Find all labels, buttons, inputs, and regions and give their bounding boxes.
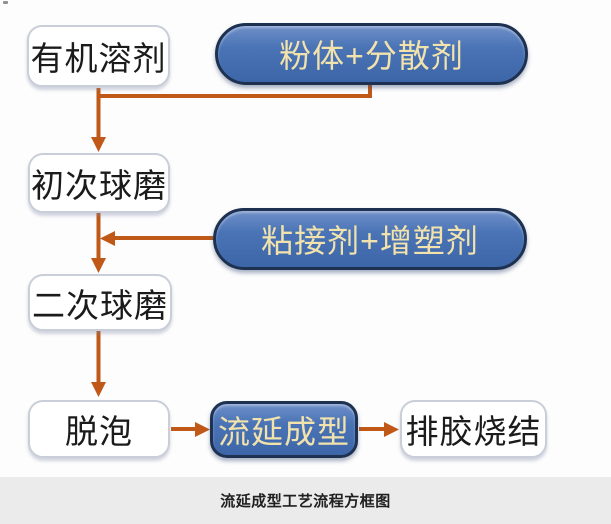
node-organic-solvent: 有机溶剂 [27,25,170,87]
node-powder-dispersant: 粉体+分散剂 [215,23,528,85]
node-label: 脱泡 [65,413,133,450]
node-label: 排胶烧结 [405,413,542,450]
caption-band: 流延成型工艺流程方框图 [0,477,611,524]
arrowhead-right-2 [384,422,399,437]
node-label: 粘接剂+增塑剂 [261,223,479,259]
caption-title: 流延成型工艺流程方框图 [220,493,391,510]
node-debinding-sintering: 排胶烧结 [400,400,547,458]
node-label: 二次球磨 [32,286,168,324]
node-defoaming: 脱泡 [28,400,170,458]
node-label: 初次球磨 [31,167,167,204]
arrowhead-down-1 [91,137,106,152]
node-tape-casting: 流延成型 [210,401,358,458]
arrowhead-left-1 [100,231,115,246]
node-binder-plasticizer: 粘接剂+增塑剂 [213,208,527,270]
node-label: 粉体+分散剂 [279,38,464,74]
node-label: 有机溶剂 [30,40,167,77]
node-first-ball-milling: 初次球磨 [28,153,170,213]
node-second-ball-milling: 二次球磨 [28,274,172,331]
node-label: 流延成型 [217,413,350,450]
crop-artifact [3,1,8,4]
arrowhead-down-2 [91,258,106,273]
arrowhead-right-1 [195,422,210,437]
arrowhead-down-3 [91,382,106,397]
